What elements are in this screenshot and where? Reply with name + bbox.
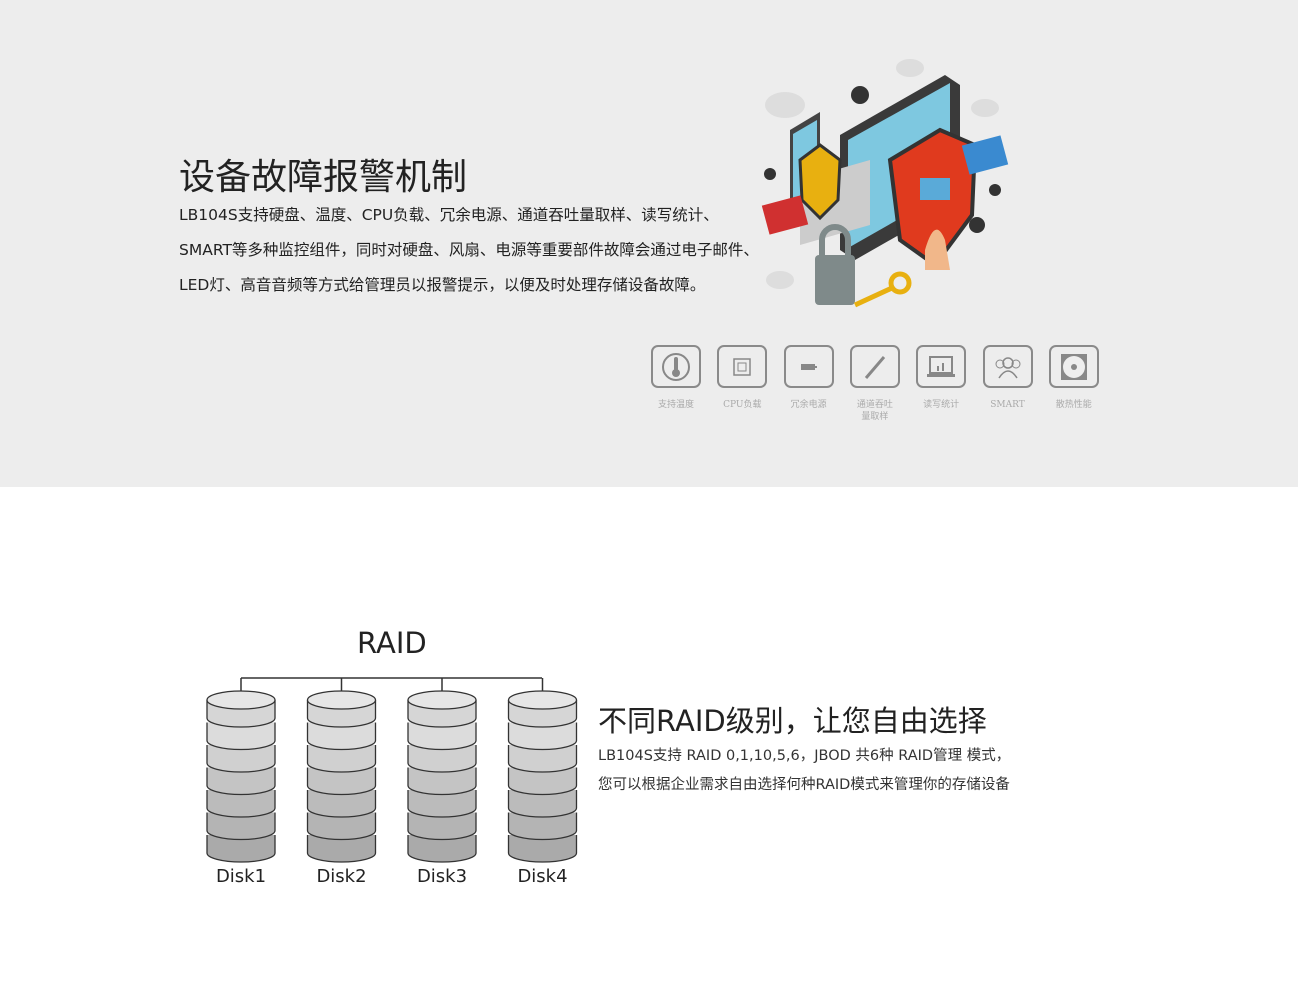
feature-label: 散热性能 bbox=[1055, 400, 1092, 410]
alarm-desc-line: LB104S支持硬盘、温度、CPU负载、冗余电源、通道吞吐量取样、读写统计、 bbox=[179, 206, 719, 224]
cpu-icon bbox=[733, 357, 752, 376]
battery-icon bbox=[800, 363, 817, 370]
raid-title: 不同RAID级别，让您自由选择 bbox=[598, 704, 987, 738]
disk-stack bbox=[206, 690, 276, 863]
raid-desc-line: LB104S支持 RAID 0,1,10,5,6，JBOD 共6种 RAID管理… bbox=[598, 748, 1011, 764]
feature-laptop-chart bbox=[916, 345, 967, 388]
alarm-title: 设备故障报警机制 bbox=[179, 157, 468, 198]
raid-desc-line: 您可以根据企业需求自由选择何种RAID模式来管理你的存储设备 bbox=[598, 777, 1010, 793]
disk-stack bbox=[306, 690, 377, 863]
feature-fan bbox=[1048, 345, 1099, 388]
disk-label: Disk3 bbox=[416, 866, 468, 887]
disk-label: Disk1 bbox=[215, 866, 267, 887]
feature-label: 冗余电源 bbox=[790, 400, 827, 410]
pipette-icon bbox=[864, 355, 886, 379]
thermometer-icon bbox=[662, 352, 690, 381]
feature-battery bbox=[783, 345, 834, 388]
feature-label: 通道吞吐量取样 bbox=[856, 400, 893, 422]
feature-label: 读写统计 bbox=[923, 400, 960, 410]
feature-label: CPU负载 bbox=[723, 400, 762, 410]
laptop-chart-icon bbox=[927, 355, 956, 377]
alarm-desc-line: SMART等多种监控组件，同时对硬盘、风扇、电源等重要部件故障会通过电子邮件、 bbox=[179, 241, 759, 259]
raid-diagram-title: RAID bbox=[357, 626, 427, 660]
users-icon bbox=[995, 356, 1020, 378]
feature-pipette bbox=[849, 345, 900, 388]
feature-label: SMART bbox=[990, 400, 1025, 410]
feature-label: 支持温度 bbox=[657, 400, 694, 410]
feature-users bbox=[982, 345, 1033, 388]
alarm-desc-line: LED灯、高音音频等方式给管理员以报警提示，以便及时处理存储设备故障。 bbox=[179, 276, 706, 294]
disk-stack bbox=[407, 690, 477, 863]
fan-icon bbox=[1060, 353, 1087, 380]
disk-label: Disk2 bbox=[316, 866, 367, 887]
alarm-section bbox=[0, 0, 1298, 487]
disk-label: Disk4 bbox=[517, 866, 568, 887]
feature-cpu bbox=[717, 345, 768, 388]
security-illustration bbox=[761, 59, 1009, 308]
raid-disks-diagram bbox=[206, 677, 578, 863]
feature-thermometer bbox=[651, 345, 701, 388]
disk-stack bbox=[507, 690, 578, 863]
